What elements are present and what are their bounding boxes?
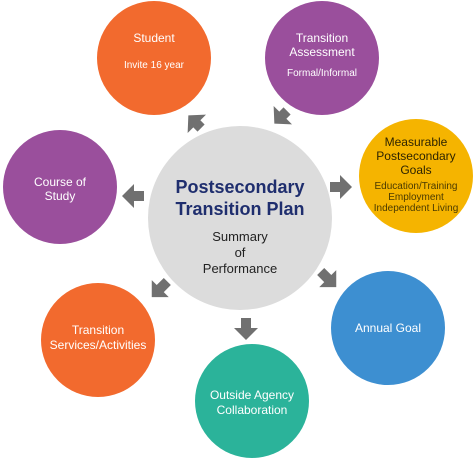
node-student: Student Invite 16 year — [97, 1, 211, 115]
goals-sub-1: Education/Training — [374, 181, 457, 192]
course-of-study-title-1: Course of — [34, 175, 87, 189]
center-circle — [148, 126, 332, 310]
course-of-study-title-2: Study — [45, 189, 76, 203]
arrow-to-outside-agency — [234, 318, 258, 340]
center-title-line-2: Transition Plan — [175, 199, 304, 219]
arrow-to-goals — [330, 175, 352, 199]
center-title-line-1: Postsecondary — [175, 177, 304, 197]
transition-services-circle — [41, 283, 155, 397]
node-outside-agency: Outside Agency Collaboration — [195, 344, 309, 458]
goals-title-1: Measurable — [385, 135, 448, 149]
center-subtitle-line-2: of — [235, 245, 246, 260]
course-of-study-circle — [3, 130, 117, 244]
arrow-to-course-of-study — [122, 184, 144, 208]
node-course-of-study: Course of Study — [3, 130, 117, 244]
transition-services-title-1: Transition — [72, 323, 124, 337]
arrow-to-transition-services — [151, 277, 171, 298]
goals-title-2: Postsecondary — [376, 149, 455, 163]
transition-services-title-2: Services/Activities — [50, 338, 147, 352]
arrows — [122, 105, 352, 340]
annual-goal-circle — [331, 271, 445, 385]
node-transition-services: Transition Services/Activities — [41, 283, 155, 397]
goals-sub-3: Independent Living — [374, 203, 459, 214]
goals-title-3: Goals — [400, 163, 431, 177]
outside-agency-circle — [195, 344, 309, 458]
node-transition-assessment: Transition Assessment Formal/Informal — [265, 1, 379, 115]
outside-agency-title-1: Outside Agency — [210, 388, 294, 402]
arrow-to-annual-goal — [317, 267, 337, 288]
student-title: Student — [133, 31, 175, 45]
transition-assessment-title-1: Transition — [296, 31, 348, 45]
transition-assessment-sub: Formal/Informal — [287, 68, 357, 79]
node-goals: Measurable Postsecondary Goals Education… — [359, 119, 473, 233]
center-subtitle-line-1: Summary — [212, 229, 268, 244]
node-annual-goal: Annual Goal — [331, 271, 445, 385]
goals-sub-2: Employment — [388, 192, 444, 203]
goals-circle — [359, 119, 473, 233]
center-subtitle-line-3: Performance — [203, 261, 277, 276]
arrow-to-transition-assessment — [273, 105, 293, 125]
center-node: Postsecondary Transition Plan Summary of… — [148, 126, 332, 310]
arrow-to-student — [187, 114, 207, 134]
transition-assessment-title-2: Assessment — [289, 45, 355, 59]
transition-assessment-circle — [265, 1, 379, 115]
student-circle — [97, 1, 211, 115]
student-sub: Invite 16 year — [124, 60, 185, 71]
annual-goal-title: Annual Goal — [355, 321, 421, 335]
outside-agency-title-2: Collaboration — [217, 403, 288, 417]
